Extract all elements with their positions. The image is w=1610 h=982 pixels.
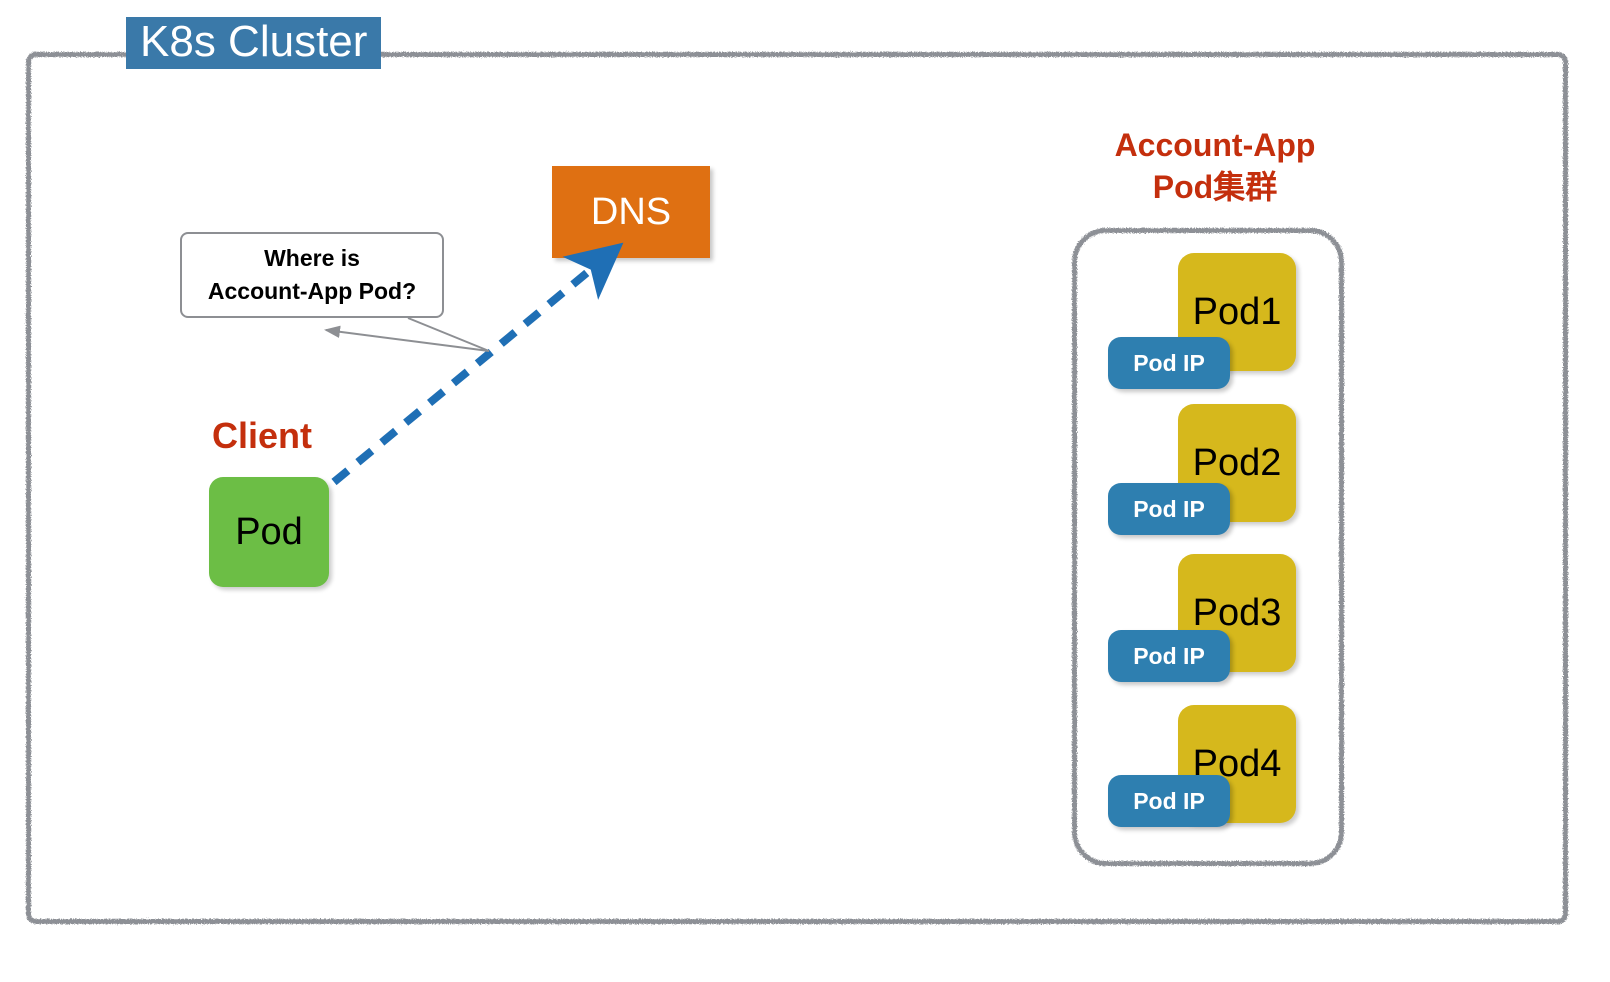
- pod-ip-label-1: Pod IP: [1133, 349, 1205, 376]
- pod-ip-badge-4[interactable]: Pod IP: [1108, 775, 1230, 827]
- pod-ip-label-4: Pod IP: [1133, 787, 1205, 814]
- pod-ip-label-2: Pod IP: [1133, 495, 1205, 522]
- dns-label: DNS: [590, 190, 672, 233]
- client-label: Client: [212, 415, 313, 456]
- pod-ip-label-3: Pod IP: [1133, 642, 1205, 669]
- callout-line-1: Where is: [264, 244, 360, 271]
- dns-box[interactable]: DNS: [552, 166, 710, 258]
- pod-box-3[interactable]: Pod3: [1178, 554, 1296, 672]
- pod-label-3: Pod3: [1192, 591, 1282, 634]
- pod-ip-badge-3[interactable]: Pod IP: [1108, 630, 1230, 682]
- pod-ip-badge-2[interactable]: Pod IP: [1108, 483, 1230, 535]
- client-pod-label: Pod: [235, 510, 303, 553]
- k8s-cluster-title: K8s Cluster: [126, 17, 382, 70]
- client-pod-box[interactable]: Pod: [209, 477, 329, 587]
- callout-line-2: Account-App Pod?: [207, 278, 417, 304]
- group-title-line-1: Account-App: [1114, 127, 1316, 163]
- pod-label-2: Pod2: [1192, 441, 1282, 484]
- pod-label-1: Pod1: [1192, 290, 1282, 333]
- account-app-group-title: Account-App Pod集群: [1070, 124, 1360, 208]
- k8s-cluster-frame: [26, 52, 1568, 924]
- callout-bubble: Where is Account-App Pod?: [180, 232, 444, 318]
- pod-ip-badge-1[interactable]: Pod IP: [1108, 337, 1230, 389]
- group-title-line-2: Pod集群: [1152, 169, 1278, 206]
